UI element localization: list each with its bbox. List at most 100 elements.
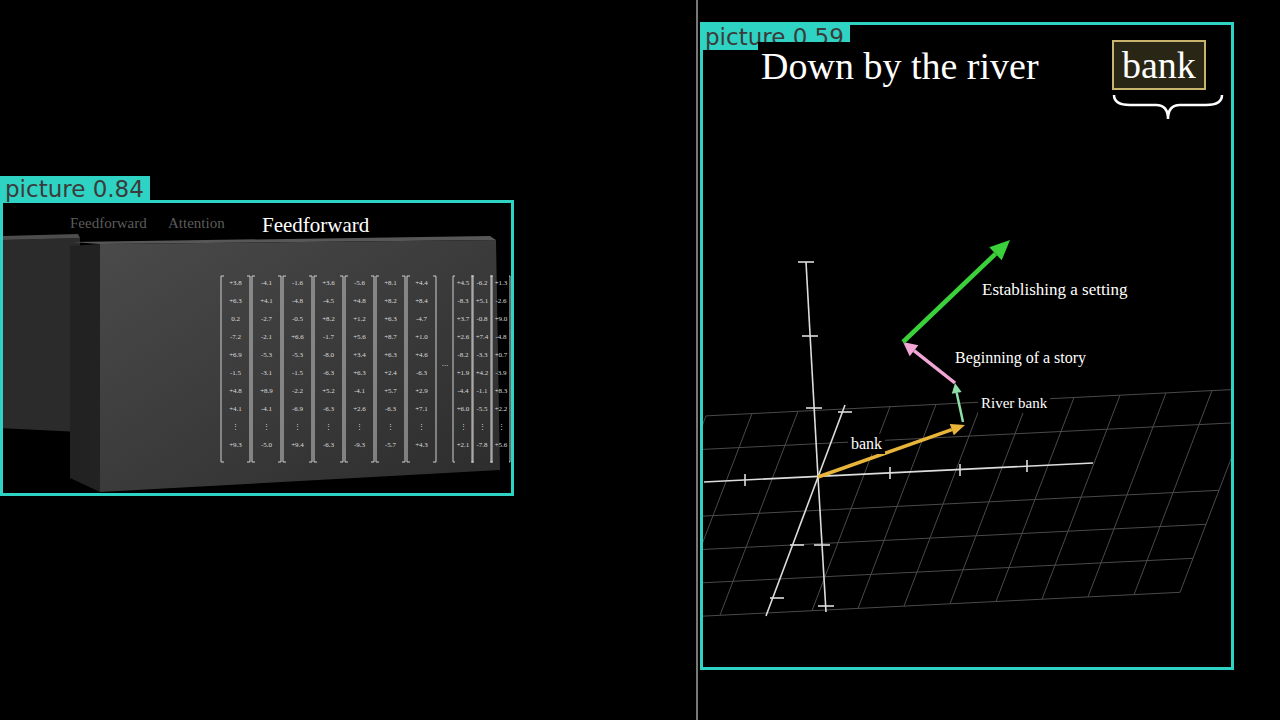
matrix-entry: +6.6: [284, 333, 311, 342]
curly-brace: [1114, 95, 1222, 119]
axis-tick: [790, 544, 804, 546]
matrix-entry: -6.3: [315, 405, 342, 414]
matrix-entry: ⋮: [222, 423, 249, 432]
node-text: bank: [1122, 42, 1196, 88]
matrix-entry: +8.2: [377, 297, 404, 306]
node-text: Feedforward: [262, 212, 369, 238]
matrix-entry: ⋮: [455, 423, 471, 432]
matrix-entry: +1.9: [455, 369, 471, 378]
matrix-entry: ⋮: [315, 423, 342, 432]
matrix-entry: -4.1: [253, 405, 280, 414]
matrix-entry: +4.1: [253, 297, 280, 306]
matrix-entry: +4.6: [408, 351, 435, 360]
faded-layer-label: Feedforward: [70, 214, 147, 233]
matrix-entry: -2.1: [253, 333, 280, 342]
axis-tick: [838, 411, 852, 413]
matrix-entry: +4.8: [346, 297, 373, 306]
matrix-entry: +1.2: [346, 315, 373, 324]
matrix-entry: +5.2: [315, 387, 342, 396]
matrix-brackets: [221, 276, 510, 462]
matrix-entry: +9.4: [284, 441, 311, 450]
axis-tick: [802, 335, 818, 337]
matrix-entry: ⋮: [346, 423, 373, 432]
depth-axis: [766, 405, 845, 616]
matrix-entry: +6.3: [377, 351, 404, 360]
matrix-entry: -0.8: [474, 315, 490, 324]
matrix-entry: -3.1: [253, 369, 280, 378]
river-bank-vector: [957, 393, 963, 422]
matrix-entry: +1.3: [493, 279, 509, 288]
detection-tag: picture 0.84: [0, 176, 150, 202]
matrix-entry: -7.8: [474, 441, 490, 450]
floor-grid: [703, 388, 1231, 620]
matrix-entry: +1.0: [408, 333, 435, 342]
matrix-entry: -2.7: [253, 315, 280, 324]
matrix-entry: +2.6: [455, 333, 471, 342]
column-bracket: [472, 276, 492, 462]
matrix-entry: +3.7: [455, 315, 471, 324]
grid-line: [703, 416, 706, 620]
divider-line: [696, 0, 698, 720]
matrix-entry: +8.9: [253, 387, 280, 396]
feedforward-block: Feedforward: [262, 212, 369, 238]
column-bracket: [345, 276, 374, 462]
matrix-entry: -4.5: [315, 297, 342, 306]
matrix-entry: +4.8: [222, 387, 249, 396]
grid-line: [703, 524, 1206, 552]
transformer-blocks: [3, 234, 510, 492]
matrix-entry: +8.4: [408, 297, 435, 306]
block-face: [100, 240, 500, 492]
matrix-entry: -5.0: [253, 441, 280, 450]
matrix-entry: ⋮: [377, 423, 404, 432]
matrix-entry: -5.6: [346, 279, 373, 288]
matrix-entry: -7.2: [222, 333, 249, 342]
matrix-entry: +4.1: [222, 405, 249, 414]
matrix-entry: +9.0: [493, 315, 509, 324]
matrix-entry: +4.2: [474, 369, 490, 378]
matrix-entry: ⋮: [493, 423, 509, 432]
matrix-entry: ⋮: [474, 423, 490, 432]
block-side: [70, 244, 100, 492]
ellipsis: ...: [437, 358, 453, 369]
matrix-entry: +7.1: [408, 405, 435, 414]
matrix-entry: +2.2: [493, 405, 509, 414]
highlighted-word: bank: [1112, 40, 1206, 90]
matrix-entry: +2.4: [377, 369, 404, 378]
matrix-entry: -5.7: [377, 441, 404, 450]
sentence-text: Down by the river: [758, 42, 1042, 90]
column-bracket: [407, 276, 436, 462]
back-block: [3, 238, 80, 432]
matrix-entry: ⋮: [253, 423, 280, 432]
matrix-entry: -1.7: [315, 333, 342, 342]
matrix-entry: -4.1: [253, 279, 280, 288]
matrix-entry: -1.1: [474, 387, 490, 396]
arrow-head: [989, 240, 1010, 260]
column-bracket: [252, 276, 281, 462]
matrix-entry: +5.6: [346, 333, 373, 342]
vector-label: Beginning of a story: [952, 348, 1089, 368]
column-bracket: [283, 276, 312, 462]
axis-tick: [814, 544, 830, 546]
matrix-entry: +4.5: [455, 279, 471, 288]
matrix-entry: +2.1: [455, 441, 471, 450]
matrix-entry: ⋮: [284, 423, 311, 432]
matrix-entry: +3.8: [222, 279, 249, 288]
matrix-entry: +9.3: [222, 441, 249, 450]
story-vector: [914, 351, 955, 383]
axis-tick: [1026, 460, 1028, 472]
column-bracket: [221, 276, 250, 462]
vertical-axis: [806, 262, 818, 477]
matrix-entry: -3.3: [474, 351, 490, 360]
matrix-entry: +3.6: [315, 279, 342, 288]
matrix-entry: +6.3: [377, 315, 404, 324]
matrix-entry: -6.3: [377, 405, 404, 414]
matrix-entry: 0.2: [222, 315, 249, 324]
matrix-entry: -8.0: [315, 351, 342, 360]
grid-line: [703, 490, 1219, 518]
matrix-entry: +8.7: [377, 333, 404, 342]
column-bracket: [491, 276, 510, 462]
matrix-entry: +5.7: [377, 387, 404, 396]
matrix-entry: -1.6: [284, 279, 311, 288]
matrix-entry: -3.9: [493, 369, 509, 378]
